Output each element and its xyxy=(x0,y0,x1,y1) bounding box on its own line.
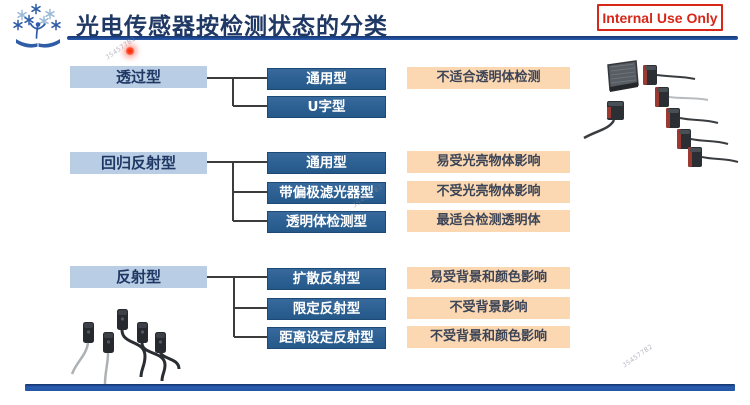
type-box: 限定反射型 xyxy=(267,298,386,320)
category-box-retroreflective: 回归反射型 xyxy=(70,152,207,174)
note-box: 不受背景和颜色影响 xyxy=(407,326,570,348)
mini-sensors-photo xyxy=(70,309,181,385)
type-box: U字型 xyxy=(267,96,386,118)
type-box: 扩散反射型 xyxy=(267,268,386,290)
category-box-through-beam: 透过型 xyxy=(70,66,207,88)
watermark: JS4577B2 xyxy=(620,342,655,370)
note-box: 不受光亮物体影响 xyxy=(407,181,570,203)
title-underline xyxy=(67,36,738,40)
type-box: 通用型 xyxy=(267,152,386,174)
type-box: 带偏极滤光器型 xyxy=(267,182,386,204)
note-box: 不受背景影响 xyxy=(407,297,570,319)
note-box: 易受光亮物体影响 xyxy=(407,151,570,173)
category-box-reflective: 反射型 xyxy=(70,266,207,288)
sensors-reflector-photo xyxy=(583,60,739,167)
note-box: 易受背景和颜色影响 xyxy=(407,267,570,289)
note-box: 最适合检测透明体 xyxy=(407,210,570,232)
note-box: 不适合透明体检测 xyxy=(407,67,570,89)
type-box: 距离设定反射型 xyxy=(267,327,386,349)
footer-bar xyxy=(25,384,735,391)
page-title: 光电传感器按检测状态的分类 xyxy=(76,14,388,40)
type-box: 透明体检测型 xyxy=(267,211,386,233)
type-box: 通用型 xyxy=(267,68,386,90)
tree-book-logo-icon xyxy=(13,3,61,48)
internal-use-only-badge: Internal Use Only xyxy=(597,4,723,31)
red-laser-pointer-dot xyxy=(125,46,135,56)
